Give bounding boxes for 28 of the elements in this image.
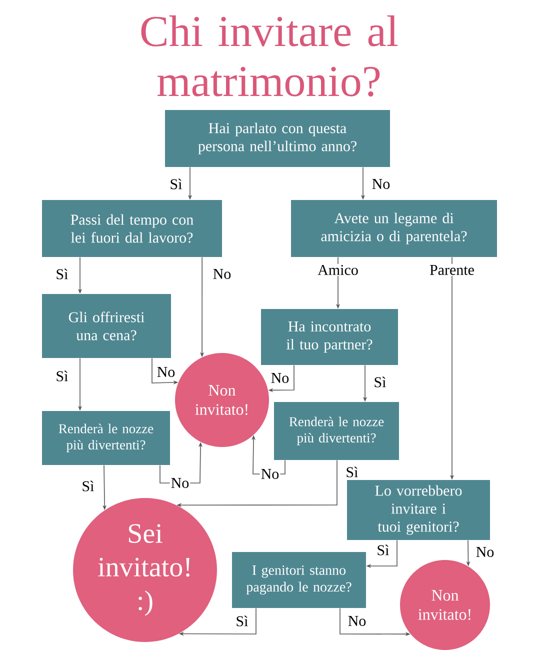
edge-label: No bbox=[212, 268, 232, 280]
question-box: Renderà le nozze più divertenti? bbox=[274, 402, 399, 460]
edge-label: Amico bbox=[316, 264, 360, 276]
edge-label: Sì bbox=[372, 376, 388, 388]
question-box: Lo vorrebbero invitare i tuoi genitori? bbox=[347, 480, 490, 540]
question-box: Renderà le nozze più divertenti? bbox=[42, 411, 170, 465]
edge-label: Sì bbox=[54, 268, 70, 280]
edge-label: No bbox=[260, 468, 280, 480]
edge-label: Sì bbox=[344, 466, 360, 478]
edge-label: No bbox=[370, 178, 392, 190]
question-box: I genitori stanno pagando le nozze? bbox=[232, 552, 366, 608]
edge-label: Parente bbox=[428, 264, 476, 276]
edge-label: Sì bbox=[234, 614, 250, 628]
edge-label: No bbox=[170, 477, 190, 489]
edge-label: No bbox=[346, 615, 368, 627]
edge-label: Sì bbox=[376, 544, 390, 556]
edge-label: Sì bbox=[54, 370, 70, 382]
edge-label: Sì bbox=[80, 480, 96, 492]
question-box: Gli offriresti una cena? bbox=[42, 294, 171, 358]
question-box: Ha incontrato il tuo partner? bbox=[261, 309, 398, 365]
edge-label: No bbox=[474, 546, 496, 558]
edge-label: No bbox=[270, 372, 290, 384]
question-box: Passi del tempo con lei fuori dal lavoro? bbox=[42, 200, 222, 257]
question-box: Avete un legame di amicizia o di parentela? bbox=[291, 200, 497, 257]
title: Chi invitare al matrimonio? bbox=[141, 15, 398, 97]
edge-label: No bbox=[156, 366, 176, 378]
edge-label: Sì bbox=[168, 178, 184, 190]
question-box: Hai parlato con questa persona nell’ultimo anno? bbox=[165, 110, 390, 167]
